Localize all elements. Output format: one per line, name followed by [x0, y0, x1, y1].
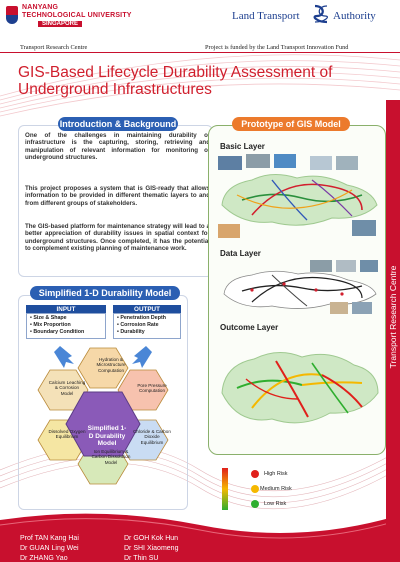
input-item-2: • Mix Proportion — [30, 322, 71, 328]
module-ion: Ion Equilibrium & Carbon Dissolution Mod… — [91, 449, 131, 465]
side-band-text: Transport Research Centre — [388, 265, 398, 369]
lta-logo-text-part1: Land Transport — [232, 10, 300, 22]
ntu-crest-logo — [6, 6, 18, 24]
outcome-layer-label: Outcome Layer — [220, 323, 279, 332]
intro-paragraph-1: One of the challenges in maintaining dur… — [25, 132, 210, 161]
input-heading: INPUT — [26, 305, 106, 314]
side-band — [386, 100, 400, 562]
legend-low-risk: Low Risk — [264, 501, 287, 507]
funding-note: Project is funded by the Land Transport … — [205, 44, 349, 51]
module-calcium: Calcium Leaching & Corrosion Model — [48, 380, 86, 396]
module-oxygen: Dissolved Oxygen Equilibrium — [48, 429, 86, 440]
ntu-logo-line3: SINGAPORE — [38, 21, 83, 27]
module-pore-pressure: Pore Pressure Computation — [137, 383, 167, 394]
hexagon-diagram — [37, 346, 169, 485]
hex-pore-pressure — [117, 369, 169, 411]
output-heading: OUTPUT — [113, 305, 181, 314]
lta-logo-text-part2: Authority — [333, 10, 376, 22]
risk-legend — [222, 468, 259, 510]
investigator-2: Dr GUAN Ling Wei — [20, 545, 79, 552]
lta-ribbon-icon — [313, 4, 328, 24]
header-divider — [0, 52, 400, 53]
investigator-3: Dr ZHANG Yao — [20, 555, 68, 562]
output-list: • Penetration Depth • Corrosion Rate • D… — [113, 313, 181, 339]
research-centre-label: Transport Research Centre — [20, 44, 88, 51]
data-layer-label: Data Layer — [220, 249, 261, 258]
investigator-5: Dr SHI Xiaomeng — [124, 545, 179, 552]
legend-high-risk: High Risk — [264, 471, 288, 477]
ntu-logo-line2: TECHNOLOGICAL UNIVERSITY — [22, 12, 132, 19]
output-item-3: • Durability — [117, 329, 145, 335]
intro-heading: Introduction & Background — [58, 117, 178, 131]
basic-layer-map — [218, 154, 378, 238]
module-hydration: Hydration & Microstructure Computation — [96, 357, 126, 373]
output-item-1: • Penetration Depth — [117, 315, 166, 321]
investigator-6: Dr Thin SU — [124, 555, 159, 562]
investigator-1: Prof TAN Kang Hai — [20, 535, 79, 542]
module-chloride: Chloride & Carbon Dioxide Equilibrium — [133, 429, 171, 445]
legend-medium-risk: Medium Risk — [260, 486, 292, 492]
output-item-2: • Corrosion Rate — [117, 322, 159, 328]
hex-hydration — [77, 347, 129, 389]
intro-paragraph-3: The GIS-based platform for maintenance s… — [25, 223, 210, 252]
intro-paragraph-2: This project proposes a system that is G… — [25, 185, 210, 207]
investigator-4: Dr GOH Kok Hun — [124, 535, 179, 542]
input-item-3: • Boundary Condition — [30, 329, 85, 335]
center-model-label: Simplified 1-D Durability Model — [87, 425, 127, 448]
durability-heading: Simplified 1-D Durability Model — [30, 286, 180, 300]
outcome-layer-map — [221, 352, 379, 424]
basic-layer-label: Basic Layer — [220, 142, 265, 151]
gis-model-heading: Prototype of GIS Model — [232, 117, 350, 131]
poster-title: GIS-Based Lifecycle Durability Assessmen… — [18, 64, 333, 98]
input-list: • Size & Shape • Mix Proportion • Bounda… — [26, 313, 106, 339]
data-layer-map — [223, 260, 378, 314]
ntu-logo-line1: NANYANG — [22, 4, 59, 11]
hex-center — [65, 391, 141, 457]
input-item-1: • Size & Shape — [30, 315, 67, 321]
